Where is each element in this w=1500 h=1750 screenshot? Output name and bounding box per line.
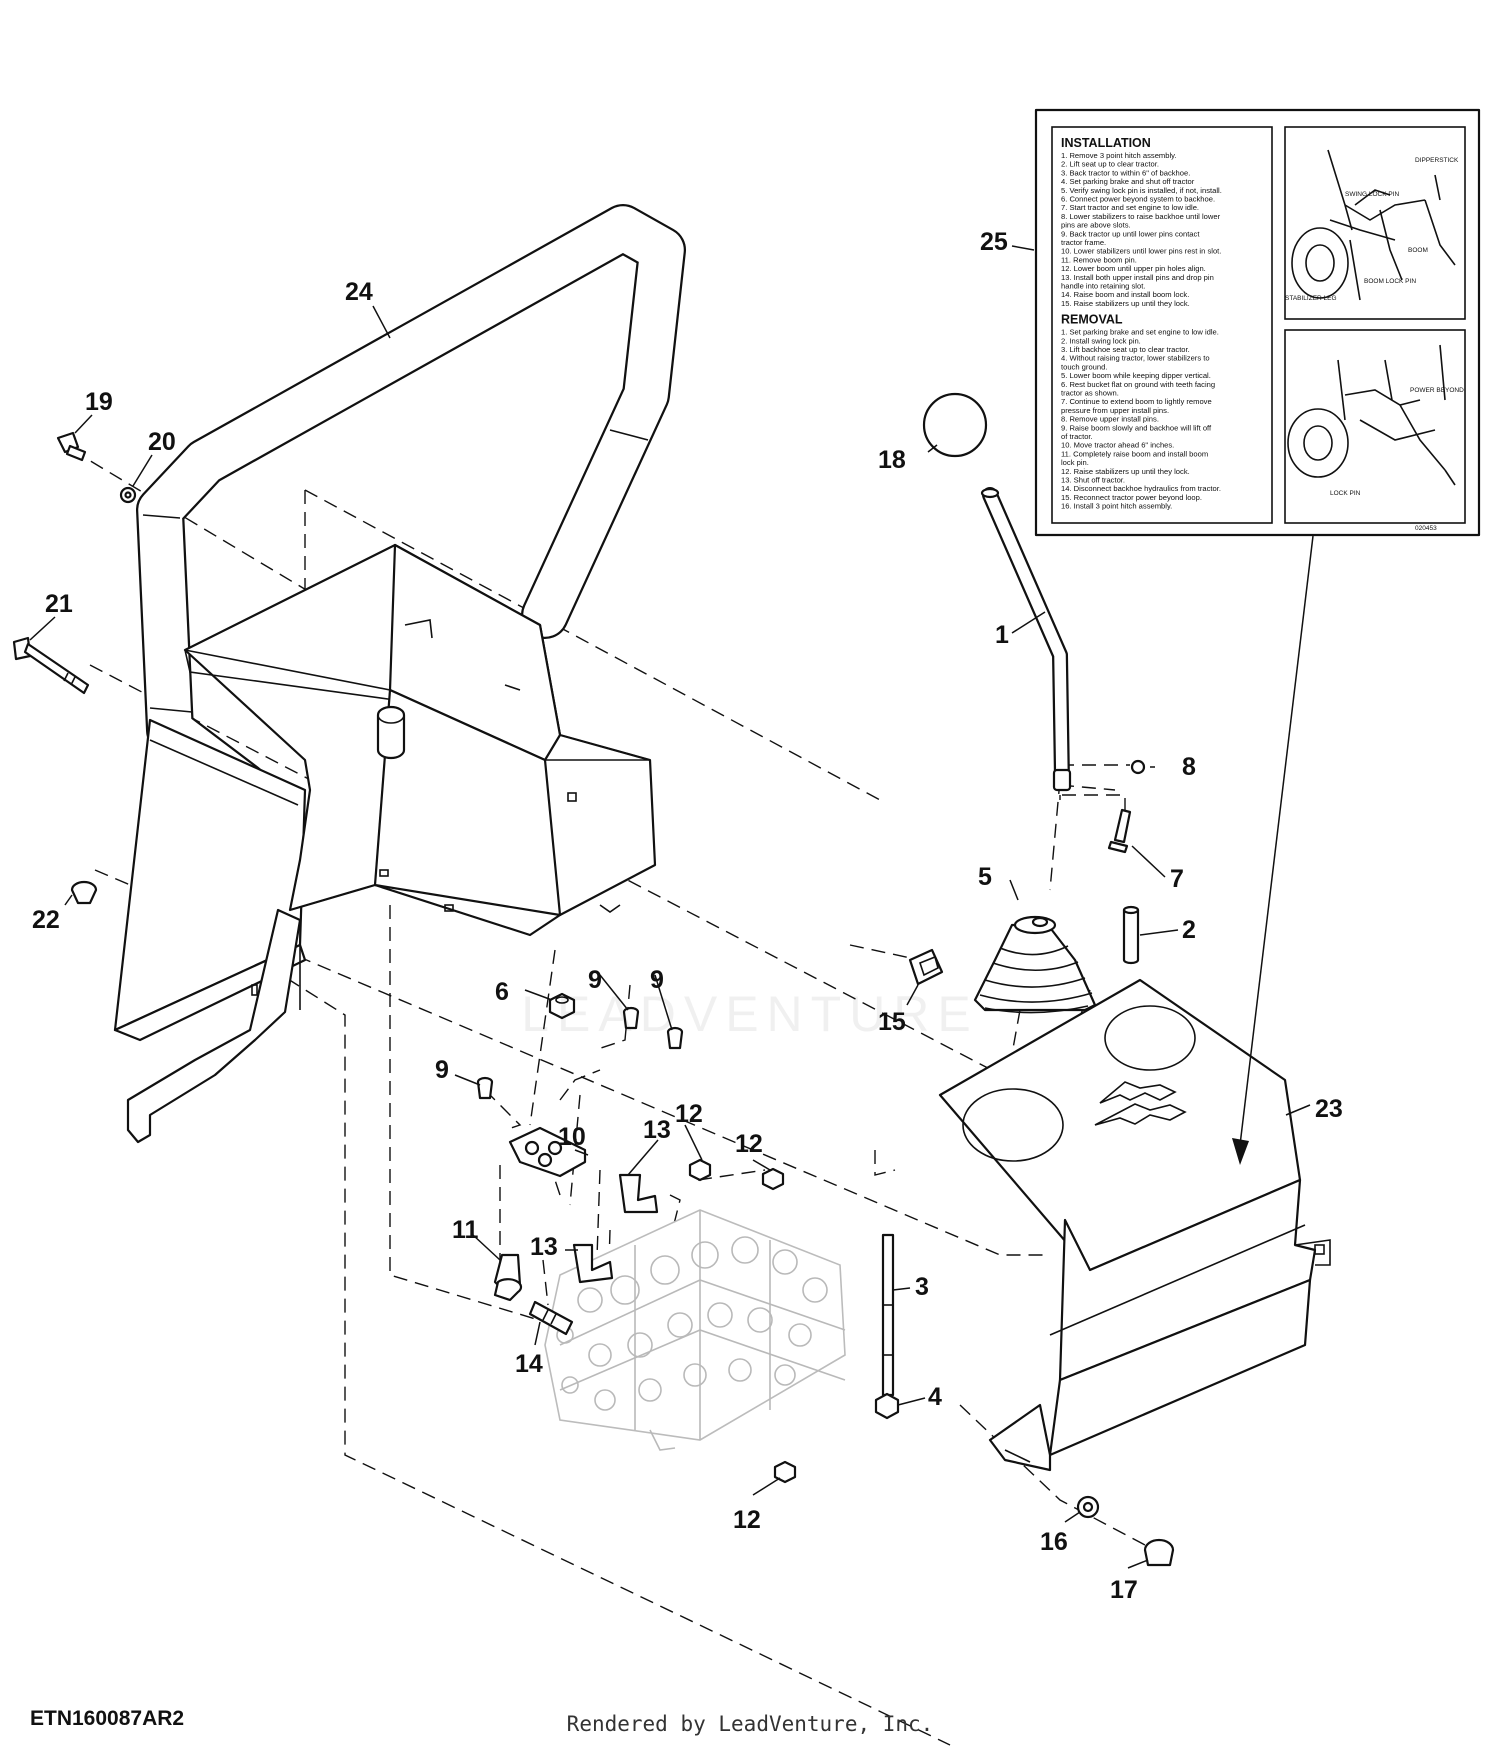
installation-step: 6. Connect power beyond system to backho… [1061,195,1215,204]
removal-step: 3. Lift backhoe seat up to clear tractor… [1061,345,1190,354]
figure-label: SWING LOCK PIN [1345,191,1399,198]
decal-arrow [1232,535,1314,1165]
callout-10: 10 [558,1123,586,1151]
removal-step: lock pin. [1061,458,1089,467]
installation-step: 3. Back tractor to within 6" of backhoe. [1061,168,1190,177]
installation-title: INSTALLATION [1061,136,1151,150]
figure-label: LOCK PIN [1330,490,1361,497]
callout-9c: 9 [435,1056,449,1084]
callout-4: 4 [928,1383,942,1411]
removal-step: pressure from upper install pins. [1061,406,1169,415]
removal-step: 16. Install 3 point hitch assembly. [1061,502,1172,511]
main-housing [183,543,657,937]
installation-step: 5. Verify swing lock pin is installed, i… [1061,186,1222,195]
figure-label: STABILIZER LEG [1285,295,1337,302]
callout-8: 8 [1182,753,1196,781]
removal-step: 4. Without raising tractor, lower stabil… [1061,354,1210,363]
handle-bar [136,204,686,810]
callout-numbers: 1 2 3 4 5 6 7 8 9 9 9 10 11 12 12 12 13 … [32,228,1343,1604]
callout-24: 24 [345,278,373,306]
removal-step: 6. Rest bucket flat on ground with teeth… [1061,380,1215,389]
left-side-panel [113,718,307,1144]
removal-title: REMOVAL [1061,313,1123,327]
callout-1: 1 [995,621,1009,649]
installation-step: 10. Lower stabilizers until lower pins r… [1061,247,1221,256]
installation-step: pins are above slots. [1061,221,1131,230]
callout-2: 2 [1182,916,1196,944]
footer-credit: Rendered by LeadVenture, Inc. [566,1712,934,1736]
removal-step: touch ground. [1061,362,1107,371]
decal: DIPPERSTICK SWING LOCK PIN BOOM BOOM LOC… [1034,108,1481,537]
removal-step: 11. Completely raise boom and install bo… [1061,449,1208,458]
callout-6: 6 [495,978,509,1006]
installation-step: 14. Raise boom and install boom lock. [1061,290,1189,299]
installation-step: 1. Remove 3 point hitch assembly. [1061,151,1177,160]
removal-step: 15. Reconnect tractor power beyond loop. [1061,493,1202,502]
figure-label: DIPPERSTICK [1415,157,1459,164]
removal-step: 13. Shut off tractor. [1061,476,1125,485]
callout-14: 14 [515,1350,543,1378]
callout-16: 16 [1040,1528,1068,1556]
figure-label: BOOM [1408,247,1428,254]
removal-step: 10. Move tractor ahead 6" inches. [1061,441,1174,450]
callout-25: 25 [980,228,1008,256]
callout-3: 3 [915,1273,929,1301]
installation-step: 7. Start tractor and set engine to low i… [1061,203,1199,212]
removal-step: 14. Disconnect backhoe hydraulics from t… [1061,484,1221,493]
hardware [12,431,1175,1567]
callout-18: 18 [878,446,906,474]
removal-step: tractor as shown. [1061,389,1119,398]
callout-15: 15 [878,1008,906,1036]
callout-20: 20 [148,428,176,456]
installation-step: 15. Raise stabilizers up until they lock… [1061,299,1190,308]
control-valve-ghost [544,1209,846,1451]
callout-12b: 12 [735,1130,763,1158]
callout-19: 19 [85,388,113,416]
installation-step: tractor frame. [1061,238,1106,247]
removal-step: 12. Raise stabilizers up until they lock… [1061,467,1190,476]
rubber-boot [973,915,1097,1014]
callout-23: 23 [1315,1095,1343,1123]
removal-step: 9. Raise boom slowly and backhoe will li… [1061,423,1212,432]
removal-step: 7. Continue to extend boom to lightly re… [1061,397,1212,406]
removal-step: 2. Install swing lock pin. [1061,336,1141,345]
callout-9a: 9 [588,966,602,994]
callout-13b: 13 [530,1233,558,1261]
callout-17: 17 [1110,1576,1138,1604]
control-lever [980,487,1072,792]
installation-step: 9. Back tractor up until lower pins cont… [1061,229,1200,238]
backhoe-figure-top: DIPPERSTICK SWING LOCK PIN BOOM BOOM LOC… [1285,149,1459,302]
callout-7: 7 [1170,865,1184,893]
watermark: LEADVENTURE [521,986,979,1042]
installation-step: 2. Lift seat up to clear tractor. [1061,160,1159,169]
removal-step: of tractor. [1061,432,1093,441]
pin [1122,905,1140,965]
installation-step: 11. Remove boom pin. [1061,255,1137,264]
removal-step: 8. Remove upper install pins. [1061,415,1159,424]
figure-label: POWER BEYOND [1410,387,1464,394]
installation-step: 4. Set parking brake and shut off tracto… [1061,177,1195,186]
callout-13a: 13 [643,1116,671,1144]
callout-12a: 12 [675,1100,703,1128]
removal-step: 5. Lower boom while keeping dipper verti… [1061,371,1211,380]
installation-step: 13. Install both upper install pins and … [1061,273,1214,282]
callout-5: 5 [978,863,992,891]
callout-9b: 9 [650,966,664,994]
callout-22: 22 [32,906,60,934]
removal-step: 1. Set parking brake and set engine to l… [1061,328,1219,337]
diagram-id: ETN160087AR2 [30,1707,185,1730]
knob [922,392,988,458]
callout-11: 11 [452,1216,479,1244]
installation-step: 8. Lower stabilizers to raise backhoe un… [1061,212,1221,221]
backhoe-figure-bottom: POWER BEYOND LOCK PIN 020453 [1287,344,1464,532]
figure-label: BOOM LOCK PIN [1364,278,1416,285]
installation-step: handle into retaining slot. [1061,282,1145,291]
leader-lines [29,245,1311,1569]
decal-code: 020453 [1415,525,1437,532]
callout-12c: 12 [733,1506,761,1534]
callout-21: 21 [45,590,73,618]
control-console [938,978,1331,1472]
installation-step: 12. Lower boom until upper pin holes ali… [1061,264,1206,273]
